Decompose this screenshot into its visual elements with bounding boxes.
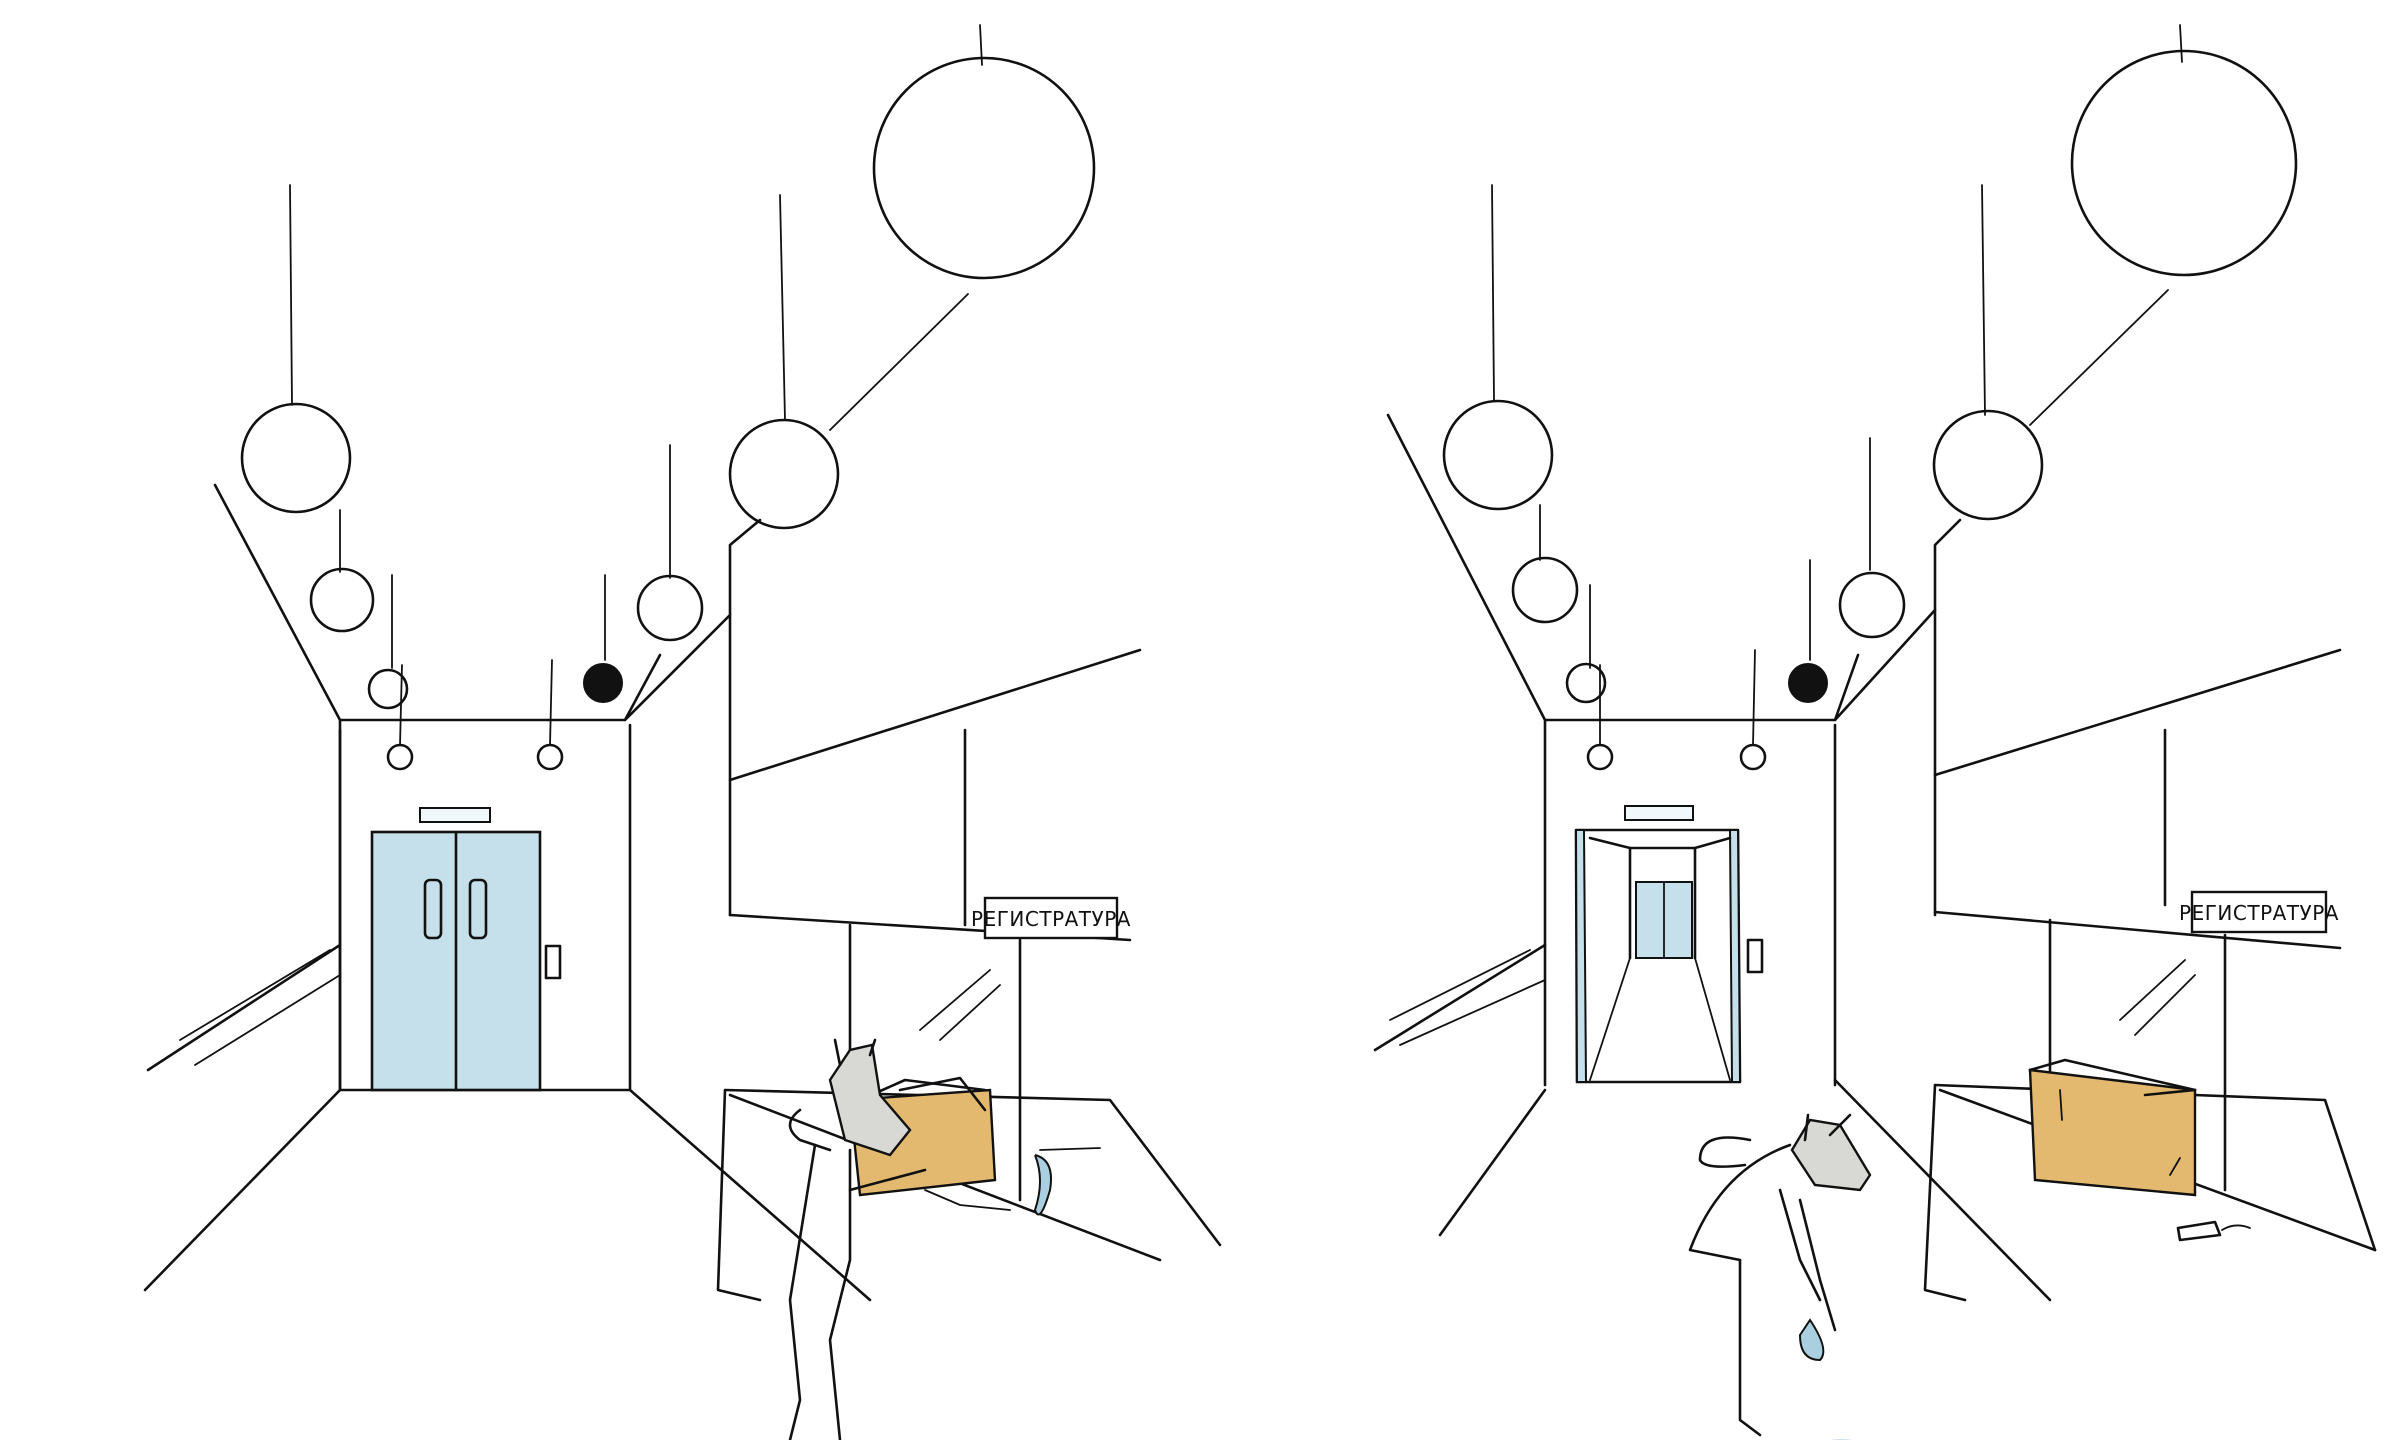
lamp: [1739, 743, 1767, 771]
reception-sign: РЕГИСТРАТУРА: [919, 896, 1131, 1202]
phone-icon: [2176, 1220, 2251, 1242]
lamp: [728, 418, 840, 530]
lamp-large: [872, 56, 1096, 280]
character-tying-shoe: [1688, 1113, 1872, 1440]
lamp: [1511, 556, 1579, 624]
hallway-walls: [143, 483, 1142, 1302]
panel-left: РЕГИСТРАТУРА: [143, 24, 1222, 1440]
lamp: [1838, 571, 1906, 639]
elevator-open: [1574, 805, 1764, 1084]
lamp: [386, 743, 414, 771]
ceiling-lamps: [240, 24, 1096, 771]
ceiling-lamps: [1442, 24, 2298, 771]
character-carrying: [788, 1038, 1101, 1440]
glove-icon: [1798, 1318, 1825, 1362]
cardboard-box: [2028, 1058, 2197, 1197]
lamp-large: [2070, 49, 2298, 277]
lamp: [1586, 743, 1614, 771]
lamp: [536, 743, 564, 771]
glove-icon: [1033, 1154, 1052, 1216]
elevator-closed: [370, 807, 562, 1092]
lamp-dark: [1788, 663, 1828, 703]
hallway-walls: [1373, 413, 2342, 1302]
reception-sign: РЕГИСТРАТУРА: [2119, 890, 2339, 1192]
panel-right: РЕГИСТРАТУРА: [1373, 24, 2377, 1440]
lamp: [1442, 399, 1554, 511]
lamp: [1932, 409, 2044, 521]
lamp: [309, 567, 375, 633]
lamp-dark: [583, 663, 623, 703]
lamp: [636, 574, 704, 642]
sign-label: РЕГИСТРАТУРА: [2179, 901, 2339, 925]
sign-label: РЕГИСТРАТУРА: [971, 907, 1131, 931]
lamp: [367, 668, 409, 710]
lamp: [240, 402, 352, 514]
lamp: [1565, 662, 1607, 704]
